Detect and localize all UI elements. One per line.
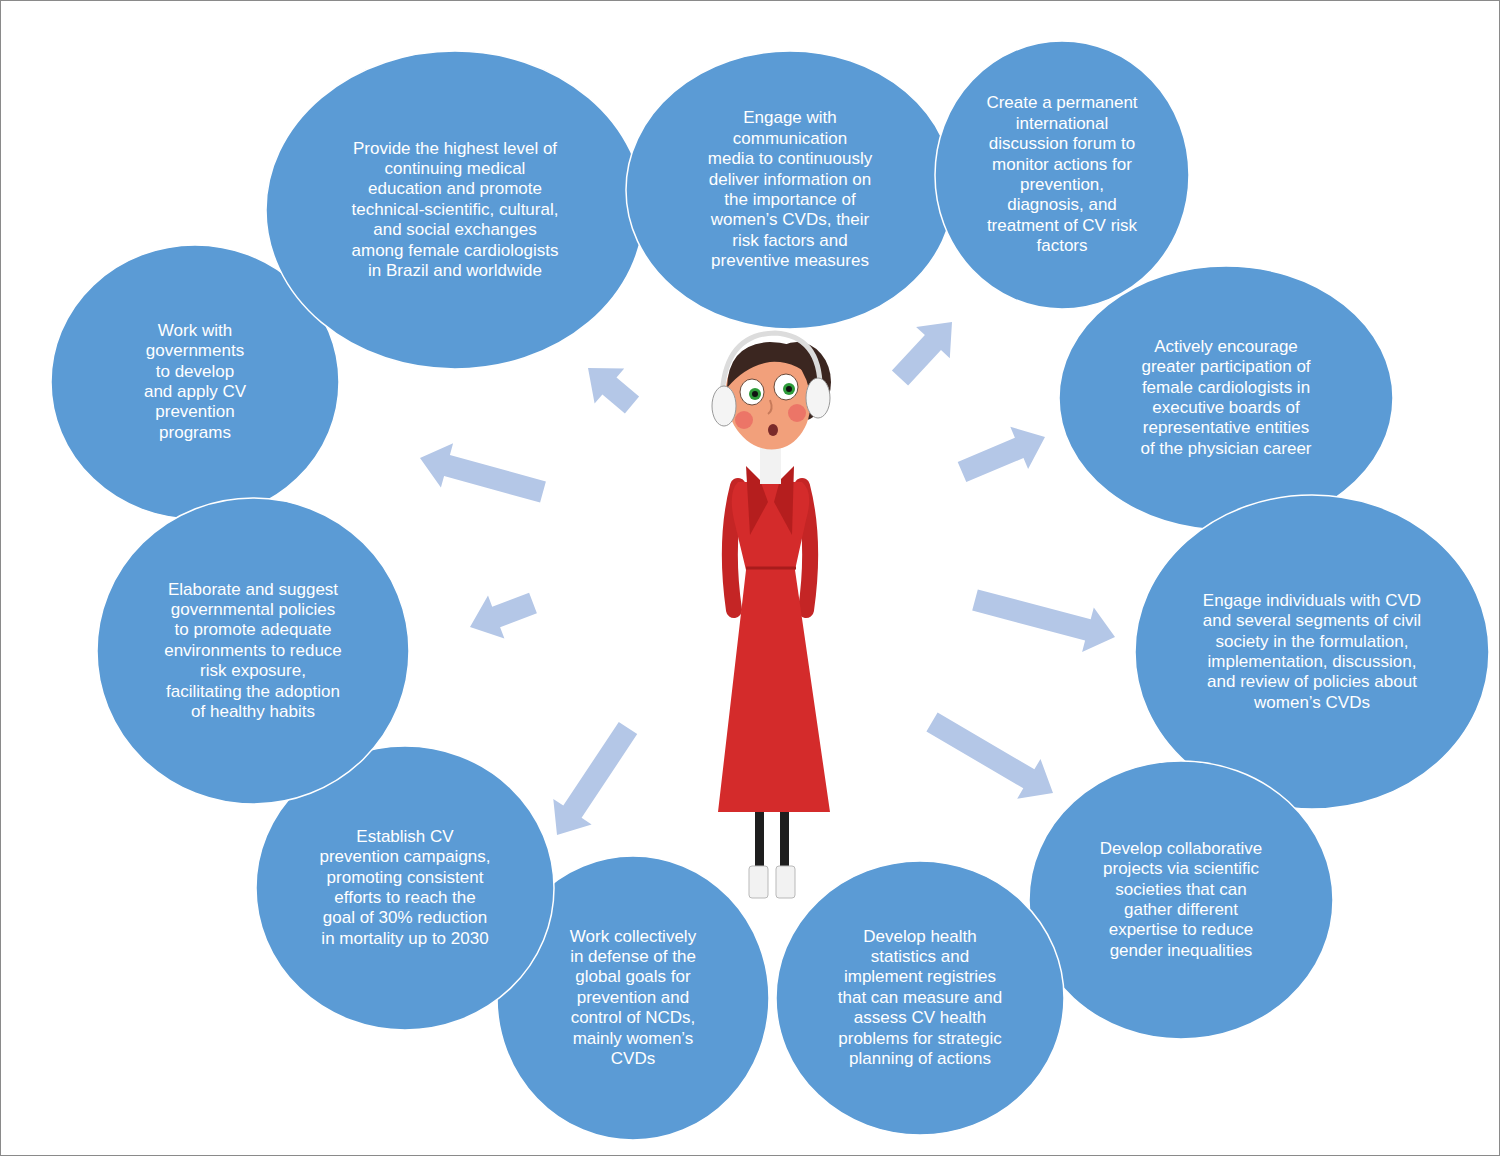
goal-text: Develop health statistics and implement … [837, 927, 1004, 1070]
text-group: Create a permanent international discuss… [986, 93, 1138, 256]
goal-ellipse: Elaborate and suggest governmental polic… [96, 497, 410, 805]
ellipse-fill [1059, 266, 1393, 530]
text-group: Work collectively in defense of the glob… [570, 927, 697, 1070]
ellipse-fill [266, 51, 644, 369]
ellipse-fill [935, 41, 1189, 309]
cardiologist-figure [712, 333, 831, 898]
text-group: Work with governments to develop and app… [142, 321, 249, 443]
ellipse-fill [626, 51, 954, 329]
ellipse-fill [97, 498, 409, 804]
block-arrow [553, 722, 637, 835]
goal-text: Create a permanent international discuss… [986, 93, 1138, 256]
block-arrow [926, 713, 1053, 799]
block-arrow [972, 589, 1115, 652]
text-group: Establish CV prevention campaigns, promo… [318, 827, 493, 949]
goal-ellipse: Create a permanent international discuss… [934, 40, 1190, 310]
text-group: Elaborate and suggest governmental polic… [164, 580, 343, 723]
goal-text: Establish CV prevention campaigns, promo… [318, 827, 493, 949]
text-group: Engage with communication media to conti… [708, 108, 873, 271]
goal-text: Work with governments to develop and app… [142, 321, 249, 443]
goal-text: Engage with communication media to conti… [708, 108, 873, 271]
goal-ellipse: Engage with communication media to conti… [625, 50, 955, 330]
goal-text: Engage individuals with CVD and several … [1203, 591, 1422, 713]
text-group: Provide the highest level of continuing … [352, 139, 559, 282]
goal-text: Elaborate and suggest governmental polic… [164, 580, 343, 723]
goal-ellipse: Actively encourage greater participation… [1058, 265, 1394, 531]
ellipse-fill [1029, 761, 1333, 1039]
goal-text: Actively encourage greater participation… [1140, 337, 1312, 459]
goal-ellipse: Provide the highest level of continuing … [265, 50, 645, 370]
text-group: Actively encourage greater participation… [1140, 337, 1312, 459]
arrow-group [420, 322, 1115, 835]
text-group: Develop health statistics and implement … [837, 927, 1004, 1070]
text-group: Engage individuals with CVD and several … [1203, 591, 1422, 713]
goal-text: Develop collaborative projects via scien… [1099, 839, 1264, 961]
goal-text: Work collectively in defense of the glob… [570, 927, 697, 1070]
block-arrow [588, 368, 639, 413]
goal-ellipse: Develop health statistics and implement … [775, 860, 1065, 1136]
block-arrow [958, 427, 1045, 482]
goal-ellipse: Develop collaborative projects via scien… [1028, 760, 1334, 1040]
block-arrow [420, 443, 546, 502]
text-group: Develop collaborative projects via scien… [1099, 839, 1264, 961]
goal-text: Provide the highest level of continuing … [352, 139, 559, 282]
block-arrow [892, 322, 952, 386]
ellipse-fill [776, 861, 1064, 1135]
block-arrow [470, 593, 537, 639]
